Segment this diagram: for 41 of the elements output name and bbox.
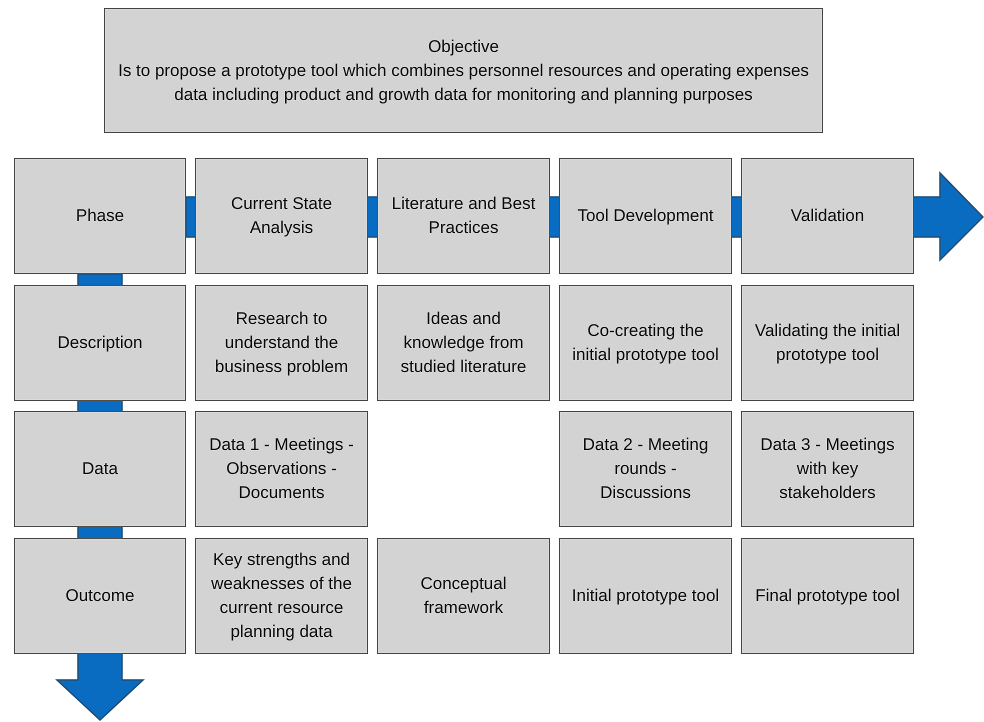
box-text: Validation [790,205,864,227]
box-text: Key strengths and weaknesses of the current resource planning data [210,549,353,643]
table-box [14,158,186,274]
heading: Objective [428,36,499,58]
box-text: Data 3 - Meetings with key stakeholders [759,434,896,504]
box-text: Co-creating the initial prototype tool [571,320,720,366]
box-text: Phase [76,205,124,227]
table-box [741,538,914,654]
table-box [741,158,914,274]
box-text: Conceptual framework [419,573,508,619]
box-text: Is to propose a prototype tool which combines personnel resources and operating expenses data including product and growth data for monitoring and planning purposes [117,60,810,106]
box-text: Final prototype tool [755,585,900,607]
box-text: Ideas and knowledge from studied literature [400,308,528,378]
table-box [195,411,368,527]
box-text: Data 2 - Meeting rounds - Discussions [582,434,710,504]
table-box [559,411,732,527]
box-text: Description [57,332,143,354]
table-box [14,411,186,527]
table-box [195,158,368,274]
table-box [14,538,186,654]
table-box [195,285,368,401]
box-text: Outcome [66,585,134,607]
box-text: Data [82,458,118,480]
table-box [559,285,732,401]
objective-box [104,8,823,133]
box-text: Literature and Best Practices [390,193,536,239]
box-text: Validating the initial prototype tool [754,320,902,366]
table-box [559,538,732,654]
box-text: Research to understand the business problem [214,308,350,378]
table-box [377,158,550,274]
table-box [741,411,914,527]
box-text: Tool Development [577,205,714,227]
table-box [377,538,550,654]
table-box [377,285,550,401]
box-text: Current State Analysis [230,193,334,239]
table-box [741,285,914,401]
box-text: Initial prototype tool [572,585,720,607]
box-text: Data 1 - Meetings - Observations - Documents [208,434,355,504]
table-box [559,158,732,274]
table-box [14,285,186,401]
table-box [195,538,368,654]
